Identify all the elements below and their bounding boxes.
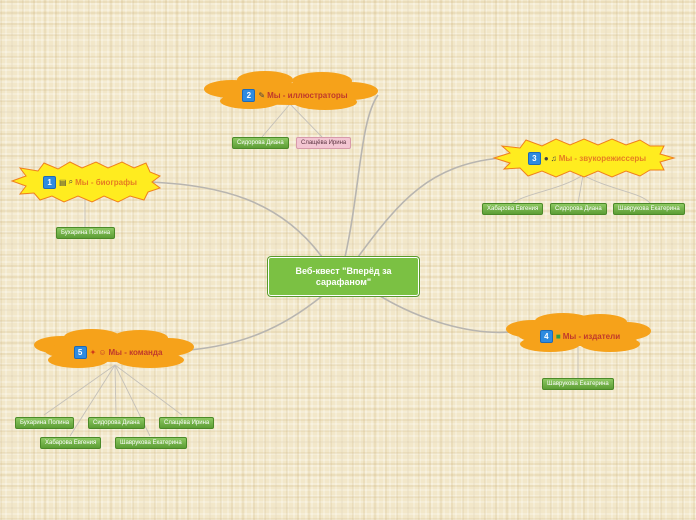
connector-topic-5 xyxy=(189,295,323,351)
book-icon: ■ xyxy=(555,331,561,341)
priority-2-badge: 2 xyxy=(242,88,256,102)
leaf-topic-2-child-1[interactable]: Сидорова Диана xyxy=(232,137,289,149)
topic-3[interactable]: 3 ● ♫ Мы - звукорежиссеры xyxy=(512,150,662,166)
priority-5-badge: 5 xyxy=(73,345,87,359)
leaf-topic-5-child-5[interactable]: Шаврукова Екатерина xyxy=(115,437,187,449)
topic-1-label: Мы - биографы xyxy=(75,177,137,187)
leaf-topic-5-child-3[interactable]: Слащёва Ирина xyxy=(159,417,215,429)
smiley-icon: ☺ xyxy=(98,347,107,357)
topic-4-label: Мы - издатели xyxy=(562,331,621,341)
priority-1-badge: 1 xyxy=(43,175,57,189)
leaf-topic-5-child-4[interactable]: Хабарова Евгения xyxy=(40,437,102,449)
topic-3-starburst xyxy=(492,138,676,178)
topic-2-cloud xyxy=(204,71,378,110)
leaf-topic-5-child-2[interactable]: Сидорова Диана xyxy=(88,417,145,429)
leaf-topic-1-child-1[interactable]: Бухарина Полина xyxy=(56,227,116,239)
central-topic-title: Веб-квест "Вперёд за сарафаном" xyxy=(295,265,392,287)
microphone-icon: ● xyxy=(543,153,549,163)
leaf-topic-3-child-1[interactable]: Хабарова Евгения xyxy=(482,203,544,215)
topic-2[interactable]: 2 ✎ Мы - иллюстраторы xyxy=(230,87,360,103)
connector-topic-2 xyxy=(344,94,379,258)
central-topic[interactable]: Веб-квест "Вперёд за сарафаном" xyxy=(268,257,419,296)
magnifier-icon: ⌕ xyxy=(68,177,74,186)
leaf-topic-5-child-1[interactable]: Бухарина Полина xyxy=(15,417,75,429)
brush-icon: ✎ xyxy=(258,90,266,100)
connectors xyxy=(149,94,511,351)
music-icon: ♫ xyxy=(550,153,557,163)
puzzle-icon: ✦ xyxy=(89,347,97,357)
books-icon: ▤ xyxy=(59,177,67,187)
connector-topic-3 xyxy=(357,157,501,258)
child-connectors xyxy=(43,103,651,437)
topic-5-label: Мы - команда xyxy=(108,347,163,357)
priority-3-badge: 3 xyxy=(527,151,541,165)
leaf-topic-4-child-1[interactable]: Шаврукова Екатерина xyxy=(542,378,614,390)
topic-2-label: Мы - иллюстраторы xyxy=(267,90,348,100)
topic-3-label: Мы - звукорежиссеры xyxy=(558,153,647,163)
connector-topic-4 xyxy=(379,295,511,334)
topic-4[interactable]: 4 ■ Мы - издатели xyxy=(530,328,630,344)
leaf-topic-2-child-2[interactable]: Слащёва Ирина xyxy=(296,137,352,149)
connector-topic-1 xyxy=(149,181,323,258)
leaf-topic-3-child-3[interactable]: Шаврукова Екатерина xyxy=(613,203,685,215)
leaf-topic-3-child-2[interactable]: Сидорова Диана xyxy=(550,203,607,215)
topic-5[interactable]: 5 ✦ ☺ Мы - команда xyxy=(58,344,178,360)
topic-1-starburst xyxy=(10,161,162,203)
priority-4-badge: 4 xyxy=(539,329,553,343)
topic-1[interactable]: 1 ▤ ⌕ Мы - биографы xyxy=(28,174,152,190)
